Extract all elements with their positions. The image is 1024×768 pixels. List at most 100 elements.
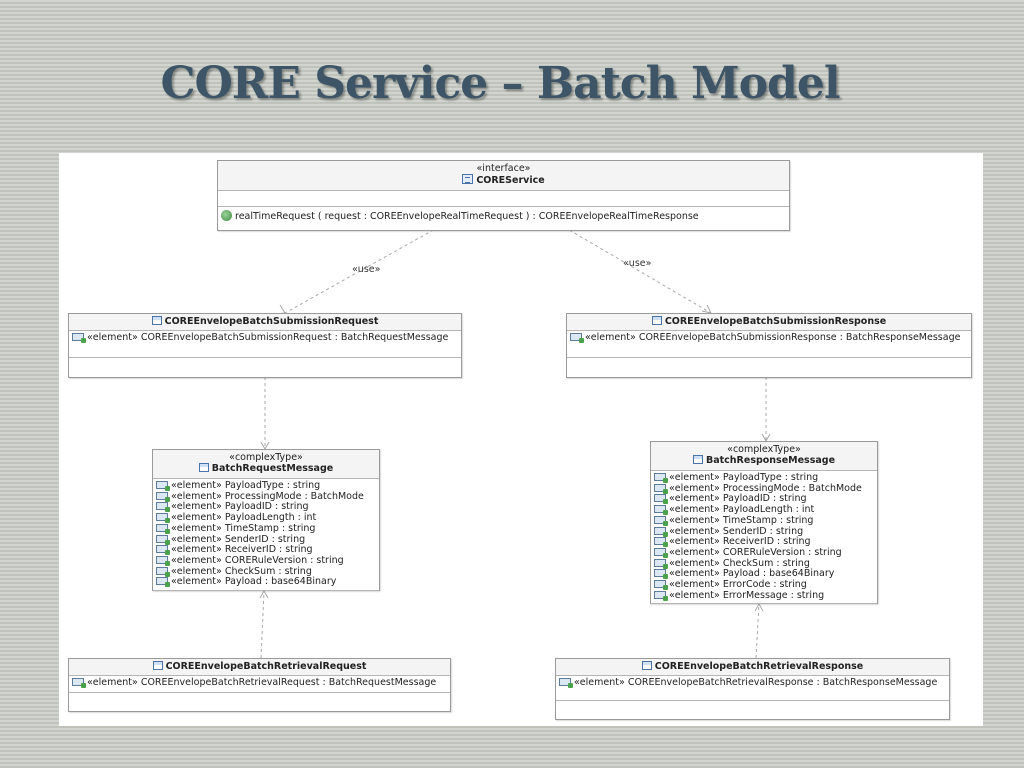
element-row: «element» Payload : base64Binary — [654, 568, 874, 580]
complextype-batch-response-message[interactable]: «complexType» BatchResponseMessage «elem… — [650, 441, 878, 605]
interface-coreservice-box[interactable]: «interface» COREService realTimeRequest … — [217, 160, 790, 231]
element-text: «element» PayloadLength : int — [669, 504, 815, 516]
complextype-stereotype: «complexType» — [229, 452, 303, 463]
element-icon — [654, 590, 668, 601]
class-attributes: «element» COREEnvelopeBatchSubmissionReq… — [69, 331, 461, 358]
class-attributes: «element» COREEnvelopeBatchSubmissionRes… — [567, 331, 971, 358]
interface-name: COREService — [476, 175, 545, 186]
dep-link-ret-response — [755, 603, 760, 659]
element-icon — [654, 494, 668, 505]
element-text: «element» CheckSum : string — [171, 565, 312, 577]
element-text: «element» CheckSum : string — [669, 557, 810, 569]
element-text: «element» SenderID : string — [171, 533, 306, 545]
element-row: «element» ProcessingMode : BatchMode — [156, 490, 376, 503]
element-text: «element» SenderID : string — [669, 525, 804, 537]
element-row: «element» TimeStamp : string — [654, 514, 874, 527]
element-icon — [156, 523, 170, 534]
element-icon — [654, 558, 668, 569]
class-header: COREEnvelopeBatchRetrievalRequest — [69, 659, 450, 676]
complextype-header: «complexType» BatchResponseMessage — [651, 442, 877, 471]
element-row: «element» ReceiverID : string — [156, 544, 376, 556]
element-row: «element» SenderID : string — [654, 525, 874, 538]
element-row: «element» CheckSum : string — [654, 557, 874, 570]
complextype-attributes: «element» PayloadType : string«element» … — [651, 471, 877, 605]
element-icon — [654, 526, 668, 537]
element-icon — [72, 333, 86, 343]
element-icon — [156, 566, 170, 577]
element-text: «element» PayloadID : string — [669, 493, 807, 505]
complextype-batch-request-message[interactable]: «complexType» BatchRequestMessage «eleme… — [152, 449, 380, 592]
element-text: «element» ProcessingMode : BatchMode — [669, 482, 862, 494]
class-attributes: «element» COREEnvelopeBatchRetrievalRequ… — [69, 676, 450, 693]
complextype-stereotype: «complexType» — [727, 444, 801, 455]
element-row: «element» PayloadType : string — [156, 480, 376, 492]
operation-signature: realTimeRequest ( request : COREEnvelope… — [235, 211, 699, 222]
element-icon — [156, 502, 170, 513]
dependency-connectors — [259, 223, 771, 659]
complextype-name: BatchRequestMessage — [211, 463, 334, 474]
element-icon — [654, 505, 668, 516]
element-row: «element» PayloadID : string — [654, 494, 874, 505]
element-row: «element» CORERuleVersion : string — [654, 547, 874, 559]
element-row: «element» ErrorMessage : string — [654, 590, 874, 602]
class-icon — [198, 463, 209, 472]
element-icon — [156, 577, 170, 588]
element-text: «element» ProcessingMode : BatchMode — [171, 490, 364, 502]
class-batch-retrieval-request[interactable]: COREEnvelopeBatchRetrievalRequest «eleme… — [68, 658, 451, 712]
class-name: COREEnvelopeBatchRetrievalResponse — [654, 661, 864, 672]
element-text: «element» ReceiverID : string — [171, 544, 313, 556]
class-name: COREEnvelopeBatchSubmissionRequest — [164, 316, 379, 327]
element-row: «element» PayloadLength : int — [654, 504, 874, 516]
slide-title: CORE Service – Batch Model — [160, 58, 840, 109]
element-text: «element» Payload : base64Binary — [171, 576, 337, 588]
element-row: «element» Payload : base64Binary — [156, 576, 376, 588]
element-row: «element» CORERuleVersion : string — [156, 554, 376, 567]
element-row: «element» COREEnvelopeBatchSubmissionRes… — [585, 332, 961, 343]
use-label-left: «use» — [352, 264, 381, 275]
element-row: «element» TimeStamp : string — [156, 522, 376, 535]
class-icon — [152, 661, 163, 670]
element-row: «element» ErrorCode : string — [654, 579, 874, 591]
element-text: «element» PayloadID : string — [171, 501, 309, 513]
element-text: «element» Payload : base64Binary — [669, 568, 835, 580]
element-icon — [654, 515, 668, 526]
element-icon — [654, 537, 668, 548]
uml-diagram-canvas: «use» «use» «interface» COREService real… — [59, 153, 983, 726]
interface-attributes — [218, 191, 789, 207]
element-icon — [654, 569, 668, 580]
element-text: «element» PayloadType : string — [669, 472, 819, 483]
element-icon — [156, 481, 170, 491]
element-text: «element» TimeStamp : string — [171, 522, 316, 534]
element-icon — [654, 483, 668, 494]
element-icon — [570, 333, 584, 343]
element-icon — [156, 534, 170, 545]
element-row: «element» CheckSum : string — [156, 565, 376, 578]
class-name: COREEnvelopeBatchSubmissionResponse — [664, 316, 887, 327]
class-batch-retrieval-response[interactable]: COREEnvelopeBatchRetrievalResponse «elem… — [555, 658, 950, 720]
element-icon — [654, 473, 668, 483]
complextype-name: BatchResponseMessage — [705, 455, 836, 466]
element-text: «element» CORERuleVersion : string — [171, 554, 344, 566]
class-icon — [692, 455, 703, 464]
element-text: «element» TimeStamp : string — [669, 514, 814, 526]
class-icon — [651, 316, 662, 325]
class-icon — [641, 661, 652, 670]
element-icon — [156, 545, 170, 556]
element-row: «element» ProcessingMode : BatchMode — [654, 482, 874, 495]
class-header: COREEnvelopeBatchSubmissionResponse — [567, 314, 971, 331]
class-header: COREEnvelopeBatchRetrievalResponse — [556, 659, 949, 676]
element-row: «element» COREEnvelopeBatchSubmissionReq… — [87, 332, 449, 343]
complextype-attributes: «element» PayloadType : string«element» … — [153, 479, 379, 592]
class-batch-submission-response[interactable]: COREEnvelopeBatchSubmissionResponse «ele… — [566, 313, 972, 378]
class-header: COREEnvelopeBatchSubmissionRequest — [69, 314, 461, 331]
element-row: «element» COREEnvelopeBatchRetrievalResp… — [574, 677, 938, 688]
element-icon — [156, 555, 170, 566]
element-icon — [156, 513, 170, 524]
element-icon — [654, 547, 668, 558]
element-text: «element» PayloadLength : int — [171, 512, 317, 524]
element-icon — [72, 678, 86, 688]
use-link-left — [284, 223, 445, 314]
element-row: «element» ReceiverID : string — [654, 536, 874, 548]
class-batch-submission-request[interactable]: COREEnvelopeBatchSubmissionRequest «elem… — [68, 313, 462, 378]
element-text: «element» ErrorCode : string — [669, 579, 807, 591]
